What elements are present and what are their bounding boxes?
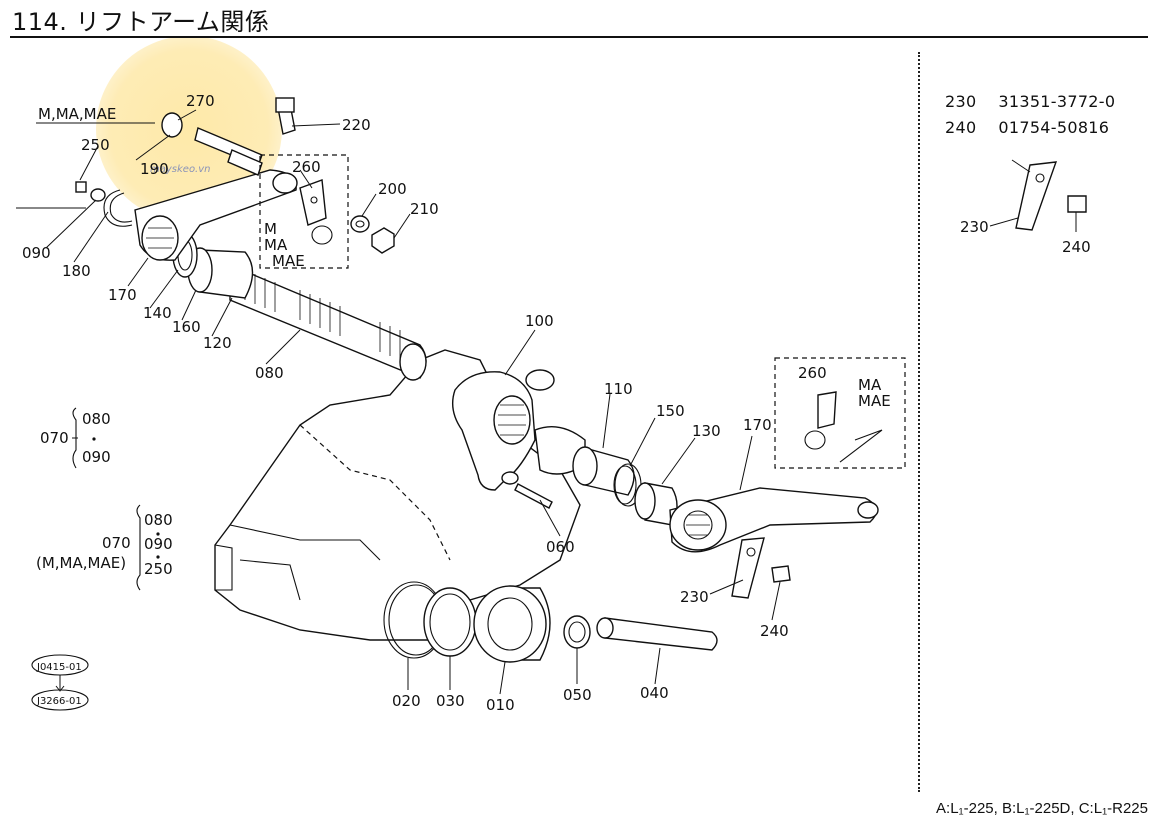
- assembly-item-090: 090: [82, 448, 111, 466]
- ring-030: [423, 587, 477, 657]
- assembly-ref-070-b: 070: [102, 534, 131, 552]
- callout-170-top: 170: [108, 286, 137, 304]
- option-box-top: [259, 154, 349, 269]
- shaft-040: [596, 617, 718, 651]
- callout-230: 230: [680, 588, 709, 606]
- bolt-240: [771, 565, 791, 583]
- bolt-250: [75, 181, 87, 193]
- leader-lines: [16, 109, 1077, 695]
- variant-box-m: M: [264, 220, 277, 238]
- variant-labels: M,MA,MAE M MA MAE MA MAE: [38, 105, 891, 410]
- reference-markers: J0415-01 J3266-01: [31, 654, 89, 711]
- washer-200: [350, 215, 370, 233]
- spline-shaft-080: [229, 263, 427, 381]
- ref-j0415: J0415-01: [36, 662, 82, 673]
- callout-240-detail: 240: [1062, 238, 1091, 256]
- assembly-note-group-1: 070 080 090: [40, 407, 111, 469]
- column-divider: [918, 52, 920, 792]
- nut-210: [371, 227, 395, 254]
- pin-270: [161, 112, 263, 176]
- variant-box2-mae: MAE: [858, 392, 891, 410]
- assembly-item-080: 080: [82, 410, 111, 428]
- assembly-item-090-b: 090: [144, 535, 173, 553]
- bracket-230-detail: [1015, 161, 1087, 231]
- parts-number: 31351-3772-0: [998, 92, 1116, 111]
- pin-060: [514, 483, 553, 509]
- pin-220: [275, 97, 296, 135]
- variant-box-ma: MA: [264, 236, 288, 254]
- callout-130: 130: [692, 422, 721, 440]
- callout-250: 250: [81, 136, 110, 154]
- collar-120: [187, 247, 254, 299]
- callout-060: 060: [546, 538, 575, 556]
- watermark-text: mayskeo.vn: [150, 164, 211, 175]
- parts-row-230: 230 31351-3772-0: [945, 92, 1115, 111]
- snap-ring-180: [103, 189, 133, 227]
- callout-030: 030: [436, 692, 465, 710]
- right-lift-arm-170: [669, 487, 879, 553]
- variant-box-mae: MAE: [272, 252, 305, 270]
- callout-110: 110: [604, 380, 633, 398]
- parts-ref: 230: [945, 92, 977, 111]
- variant-box2-ma: MA: [858, 376, 882, 394]
- parts-row-240: 240 01754-50816: [945, 118, 1109, 137]
- callout-240: 240: [760, 622, 789, 640]
- callout-020: 020: [392, 692, 421, 710]
- model-applicability-note: A:L₁-225, B:L₁-225D, C:L₁-R225: [936, 800, 1148, 817]
- callout-100: 100: [525, 312, 554, 330]
- callout-160: 160: [172, 318, 201, 336]
- assembly-note-variants: (M,MA,MAE): [36, 554, 126, 572]
- callout-220: 220: [342, 116, 371, 134]
- assembly-note-group-2: 070 (M,MA,MAE) 080 090 250: [36, 504, 173, 591]
- parts-number: 01754-50816: [998, 118, 1110, 137]
- variant-mmamae-top: M,MA,MAE: [38, 105, 116, 123]
- callout-270: 270: [186, 92, 215, 110]
- callout-080: 080: [255, 364, 284, 382]
- bracket-230: [731, 537, 765, 599]
- parts-ref: 240: [945, 118, 977, 137]
- option-box-right: [774, 357, 906, 469]
- callout-230-detail: 230: [960, 218, 989, 236]
- callout-120: 120: [203, 334, 232, 352]
- assembly-ref-070: 070: [40, 429, 69, 447]
- callout-190: 190: [140, 160, 169, 178]
- bushing-010: [473, 585, 551, 663]
- sleeve-110: [572, 446, 635, 496]
- bracket-260-top: [299, 179, 333, 245]
- callout-040: 040: [640, 684, 669, 702]
- callout-210: 210: [410, 200, 439, 218]
- callout-150: 150: [656, 402, 685, 420]
- assembly-item-250: 250: [144, 560, 173, 578]
- seal-050: [563, 615, 591, 649]
- nut-090-top: [90, 188, 106, 202]
- callout-labels: 270 220 250 190 260 200 210 090 180 170 …: [22, 92, 1091, 714]
- callout-200: 200: [378, 180, 407, 198]
- callout-090: 090: [22, 244, 51, 262]
- callout-010: 010: [486, 696, 515, 714]
- top-lift-arm-170: [134, 169, 298, 261]
- callout-260-right: 260: [798, 364, 827, 382]
- callout-170-right: 170: [743, 416, 772, 434]
- callout-050: 050: [563, 686, 592, 704]
- page-title: 114. リフトアーム関係: [12, 8, 270, 36]
- title-rule: [10, 36, 1148, 38]
- lift-arm-100: [452, 369, 586, 491]
- assembly-item-080-b: 080: [144, 511, 173, 529]
- callout-140: 140: [143, 304, 172, 322]
- callout-180: 180: [62, 262, 91, 280]
- ref-j3266: J3266-01: [36, 696, 82, 707]
- callout-260-top: 260: [292, 158, 321, 176]
